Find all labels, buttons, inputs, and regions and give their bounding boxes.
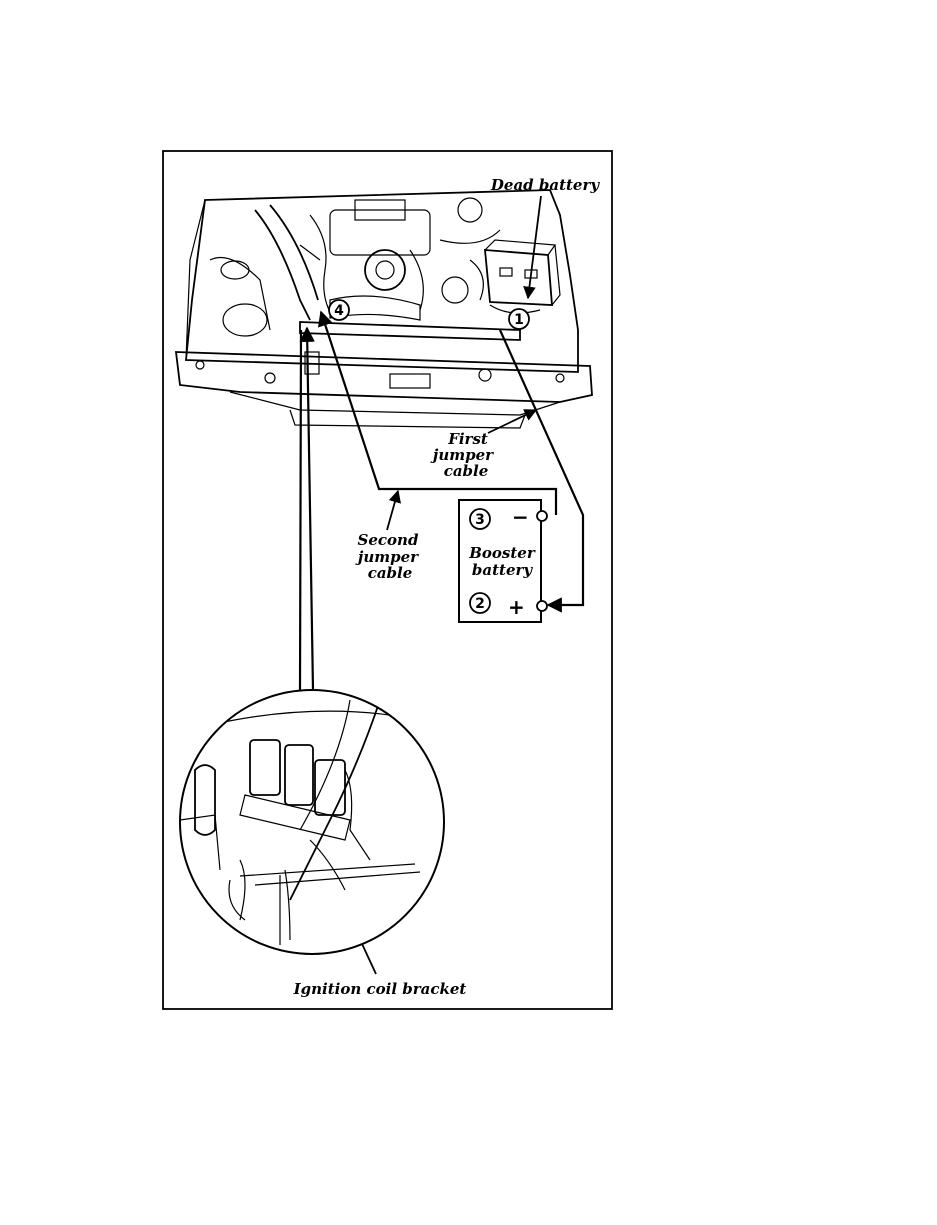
positive-sign: +	[508, 595, 525, 619]
second-cable-pointer	[387, 491, 398, 530]
negative-sign: −	[512, 505, 529, 529]
ignition-coil-detail-circle	[180, 690, 444, 954]
detail-link-line	[300, 328, 313, 690]
second-cable-label-line3: cable	[368, 564, 413, 582]
svg-text:4: 4	[334, 303, 344, 319]
dead-battery-label: Dead battery	[490, 176, 600, 194]
marker-2: 2	[470, 593, 490, 613]
svg-text:3: 3	[475, 512, 485, 528]
positive-terminal	[537, 601, 547, 611]
svg-text:1: 1	[514, 312, 524, 328]
booster-battery-label-line1: Booster	[468, 544, 536, 562]
negative-terminal	[537, 511, 547, 521]
booster-battery-label-line2: battery	[472, 561, 534, 579]
second-cable-label-line1: Second	[358, 531, 419, 549]
marker-4: 4	[329, 300, 349, 320]
dead-battery-pointer	[528, 196, 541, 298]
marker-3: 3	[470, 509, 490, 529]
svg-text:2: 2	[475, 596, 485, 612]
first-cable-pointer	[488, 410, 536, 433]
marker-1: 1	[509, 309, 529, 329]
first-cable-label-line3: cable	[444, 462, 489, 480]
ignition-coil-bracket-label: Ignition coil bracket	[293, 980, 467, 998]
engine-compartment-illustration	[176, 190, 592, 428]
